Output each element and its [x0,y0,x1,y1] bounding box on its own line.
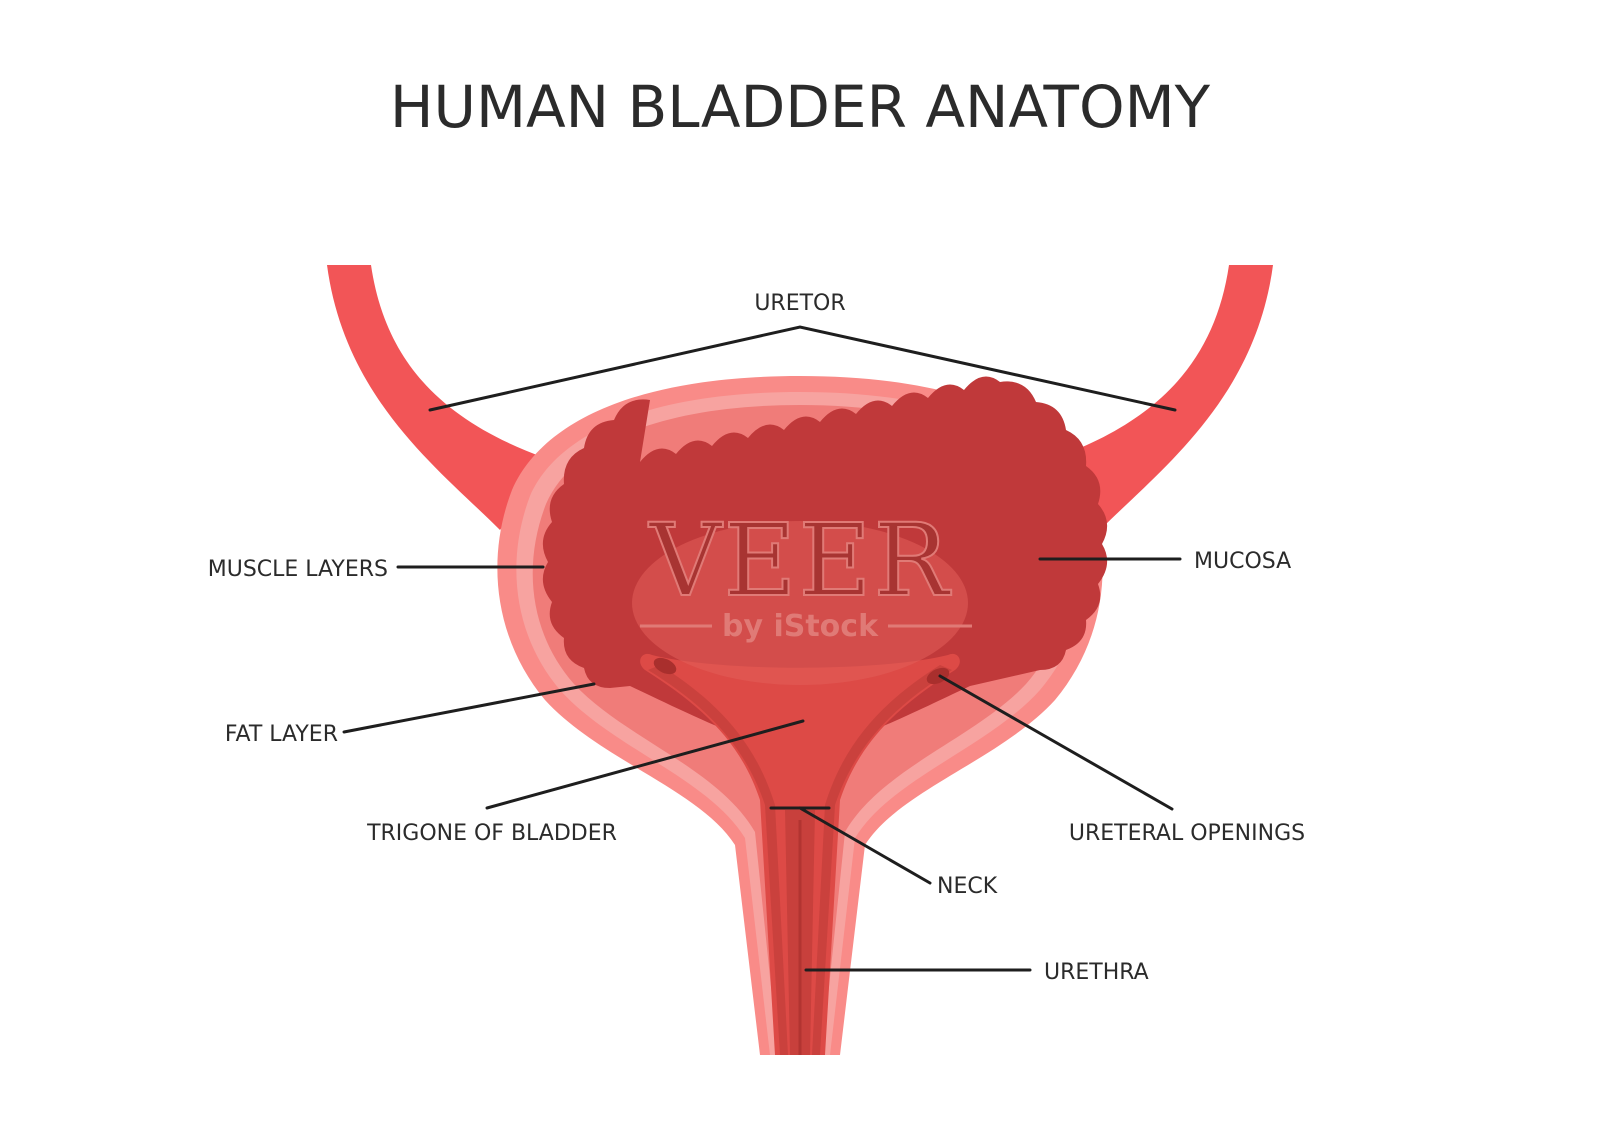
label-fat-layer: FAT LAYER [225,722,338,747]
label-mucosa: MUCOSA [1194,549,1291,574]
ureteral-opening-right [926,667,950,685]
ureter-right [1055,265,1273,530]
trigone-shadow-left [648,665,788,1055]
label-uretor: URETOR [754,291,845,316]
label-trigone: TRIGONE OF BLADDER [366,821,617,846]
label-neck: NECK [937,874,998,899]
watermark-brand: VEER [648,502,951,619]
leader-neck [798,806,932,885]
leader-trigone [485,719,805,810]
diagram-title: HUMAN BLADDER ANATOMY [390,73,1211,141]
label-ureteral-openings: URETERAL OPENINGS [1069,821,1305,846]
ureter-left [327,265,545,530]
label-muscle-layers: MUSCLE LAYERS [208,557,388,582]
leader-fat-layer [342,682,596,734]
ureteral-opening-left [653,657,677,675]
watermark-backdrop [632,521,968,685]
trigone-shadow-right [812,665,952,1055]
label-urethra: URETHRA [1044,960,1149,985]
watermark-byline: by iStock [722,609,879,644]
leader-ureteral-openings [938,674,1174,811]
leader-uretor [428,325,1177,412]
